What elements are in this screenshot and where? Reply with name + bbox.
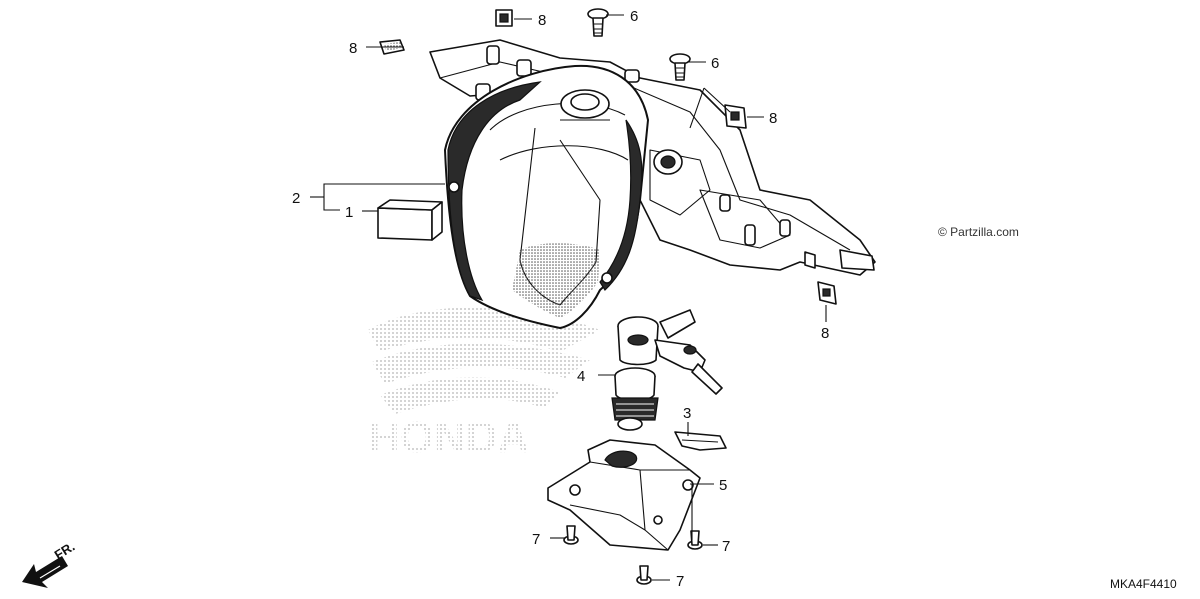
ignition-switch-part [611, 309, 723, 431]
callout-8-left: 8 [349, 40, 357, 57]
callout-4: 4 [577, 368, 585, 385]
callout-1: 1 [345, 204, 353, 221]
diagram-code: MKA4F4410 [1110, 577, 1177, 591]
screw-parts [587, 8, 691, 81]
callout-5: 5 [719, 477, 727, 494]
cover-pad-part [377, 199, 443, 241]
honda-logo-watermark: HONDA [368, 307, 600, 462]
callout-7-right: 7 [722, 538, 730, 555]
bracket-part [547, 439, 701, 551]
callout-6-top: 6 [630, 8, 638, 25]
callout-labels: 8 6 8 6 8 2 1 8 4 3 5 7 7 7 [292, 8, 829, 590]
callout-3: 3 [683, 405, 691, 422]
callout-8-bottom: 8 [821, 325, 829, 342]
callout-7-bottom: 7 [676, 573, 684, 590]
callout-8-top: 8 [538, 12, 546, 29]
callout-8-right: 8 [769, 110, 777, 127]
bolt-parts [563, 525, 703, 585]
leader-lines [310, 14, 827, 581]
plate-part [674, 431, 727, 451]
front-cover-assembly [429, 39, 876, 329]
front-direction-indicator: FR. [22, 539, 77, 588]
partzilla-watermark: © Partzilla.com [938, 225, 1019, 239]
callout-2: 2 [292, 190, 300, 207]
front-label: FR. [52, 539, 78, 563]
callout-7-left: 7 [532, 531, 540, 548]
honda-logo-text: HONDA [368, 413, 529, 462]
callout-6-right: 6 [711, 55, 719, 72]
